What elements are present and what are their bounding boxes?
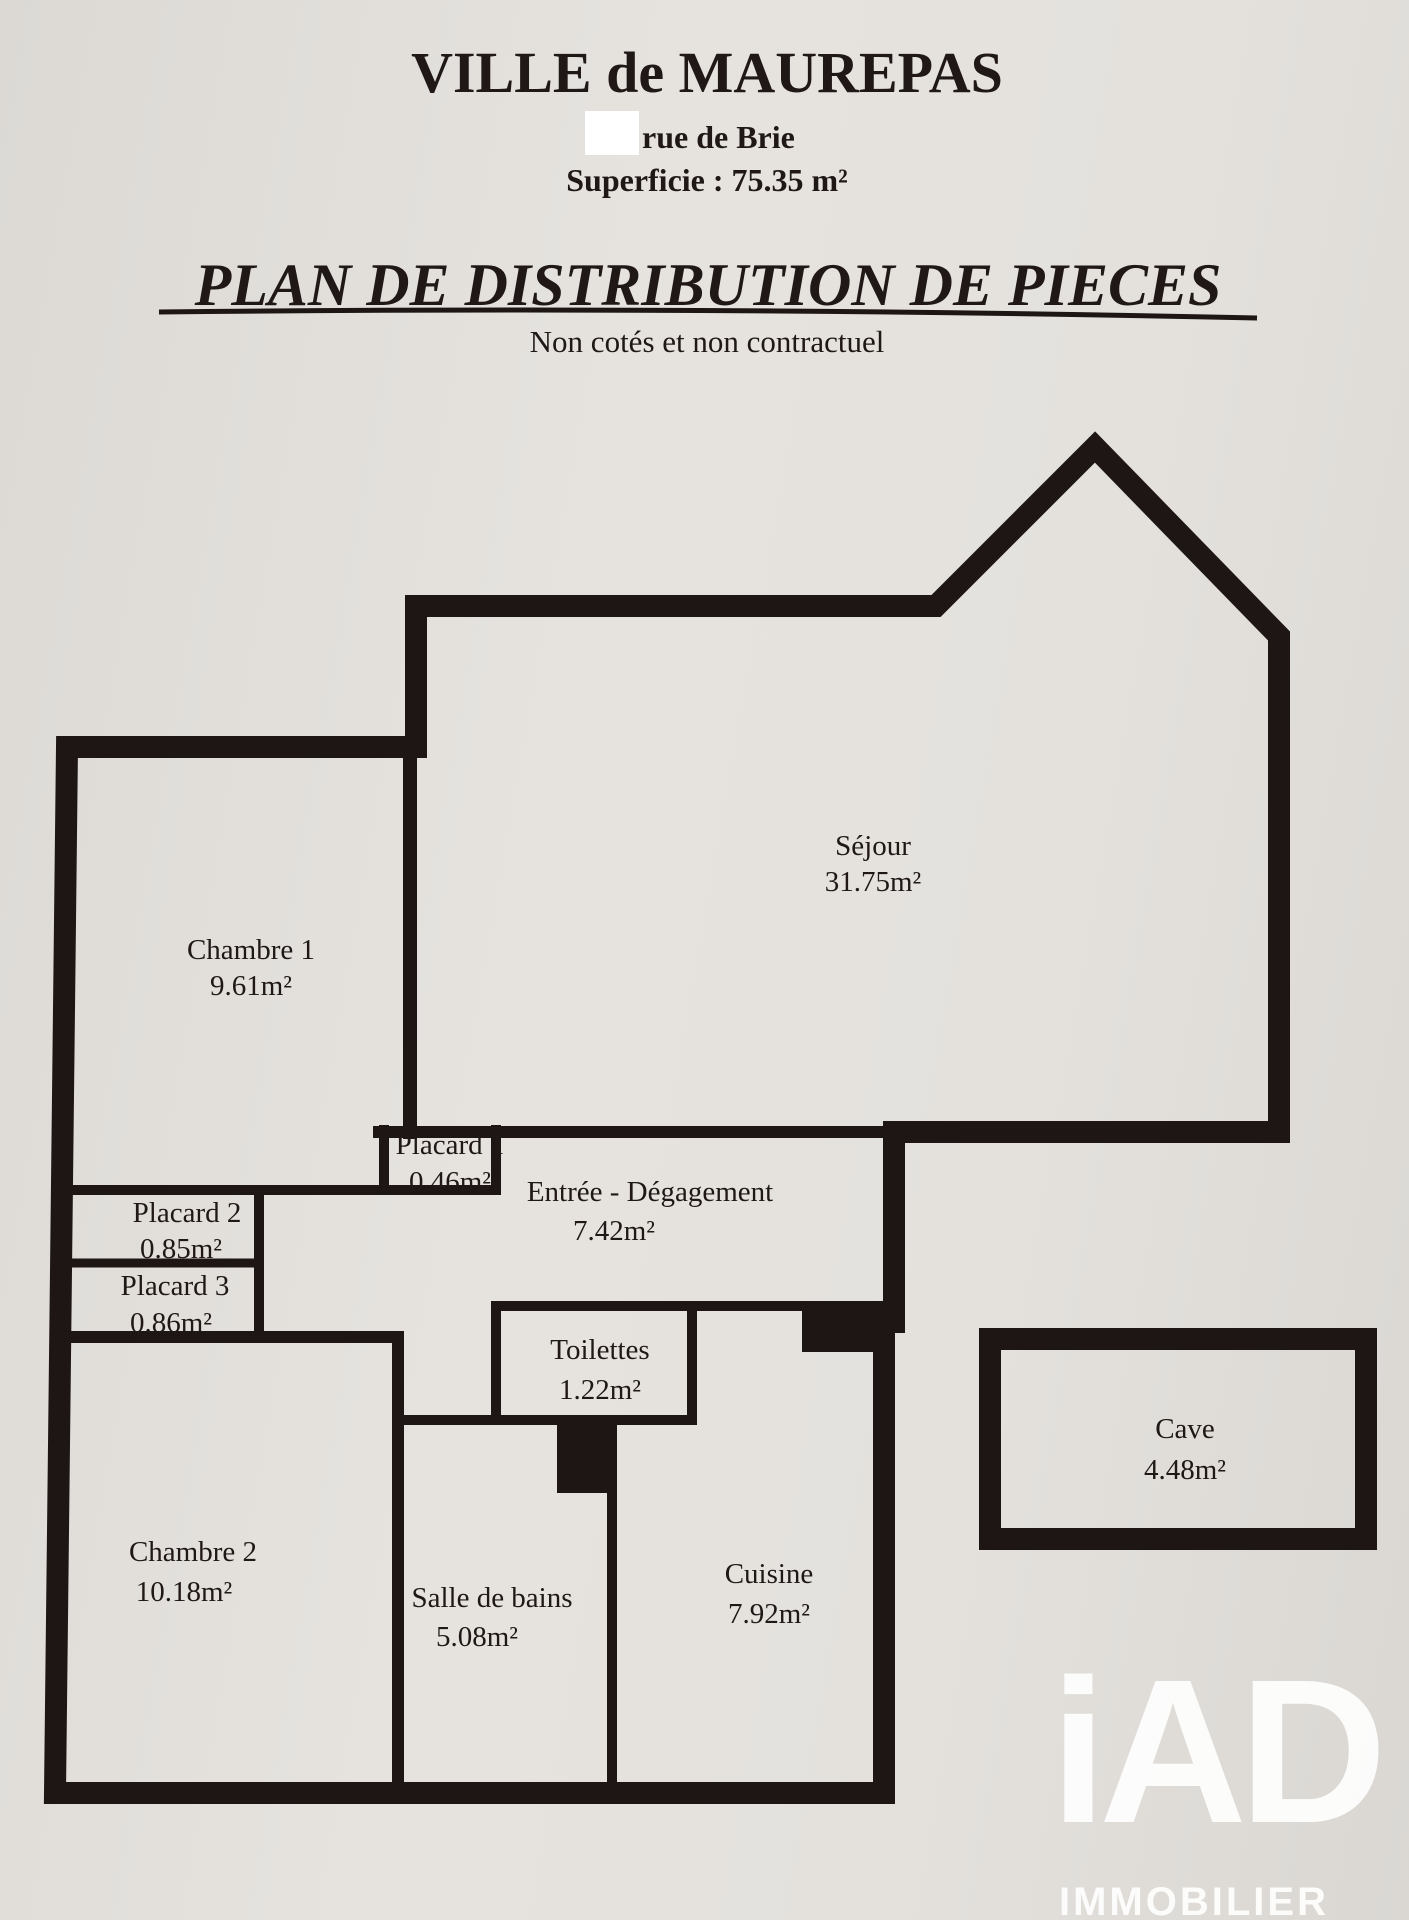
room-sdb-name: Salle de bains [411, 1582, 572, 1614]
room-chambre1-area: 9.61m² [210, 970, 292, 1002]
logo-mark: iAD [1050, 1637, 1379, 1866]
plan-subtitle: Non cotés et non contractuel [530, 324, 885, 359]
room-sejour-area: 31.75m² [825, 866, 922, 898]
room-sdb-area: 5.08m² [436, 1621, 518, 1653]
placard1-wall [379, 1125, 501, 1195]
room-toilettes-area: 1.22m² [559, 1374, 641, 1406]
redacted-street-number [585, 111, 639, 155]
iad-logo: iAD IMMOBILIER [1050, 1637, 1387, 1920]
cave-wall [979, 1328, 1377, 1550]
room-placard3-name: Placard 3 [121, 1270, 230, 1302]
room-chambre2-name: Chambre 2 [129, 1536, 257, 1568]
street-address: rue de Brie [642, 119, 795, 155]
kitchen-duct [802, 1308, 894, 1352]
entree-bottom-wall [491, 1301, 899, 1423]
room-entree-name: Entrée - Dégagement [527, 1176, 773, 1208]
logo-tagline: IMMOBILIER [1059, 1880, 1329, 1920]
room-cuisine-area: 7.92m² [728, 1598, 810, 1630]
room-chambre1-name: Chambre 1 [187, 934, 315, 966]
room-cave-area: 4.48m² [1144, 1454, 1226, 1486]
outer-wall [43, 431, 1290, 1804]
plan-title: PLAN DE DISTRIBUTION DE PIECES [194, 252, 1222, 318]
room-entree-area: 7.42m² [573, 1215, 655, 1247]
total-area: Superficie : 75.35 m² [566, 162, 848, 198]
sdb-duct [557, 1420, 612, 1493]
room-chambre2-area: 10.18m² [136, 1576, 233, 1608]
room-placard2-name: Placard 2 [133, 1197, 242, 1229]
walls [43, 431, 1377, 1804]
room-placard1-area: 0.46m² [409, 1166, 491, 1198]
chambre2-wall [54, 1331, 404, 1799]
title-underline [158, 307, 1258, 321]
toilettes-wall [393, 1305, 697, 1425]
city-title: VILLE de MAUREPAS [411, 40, 1003, 105]
room-labels: Séjour 31.75m² Chambre 1 9.61m² Placard … [121, 830, 1227, 1653]
room-cuisine-name: Cuisine [725, 1558, 814, 1590]
room-placard1-name: Placard 1 [396, 1129, 505, 1161]
room-placard3-area: 0.86m² [130, 1307, 212, 1339]
room-cave-name: Cave [1155, 1413, 1215, 1445]
room-placard2-area: 0.85m² [140, 1233, 222, 1265]
room-sejour-name: Séjour [835, 830, 911, 862]
room-toilettes-name: Toilettes [550, 1334, 649, 1366]
